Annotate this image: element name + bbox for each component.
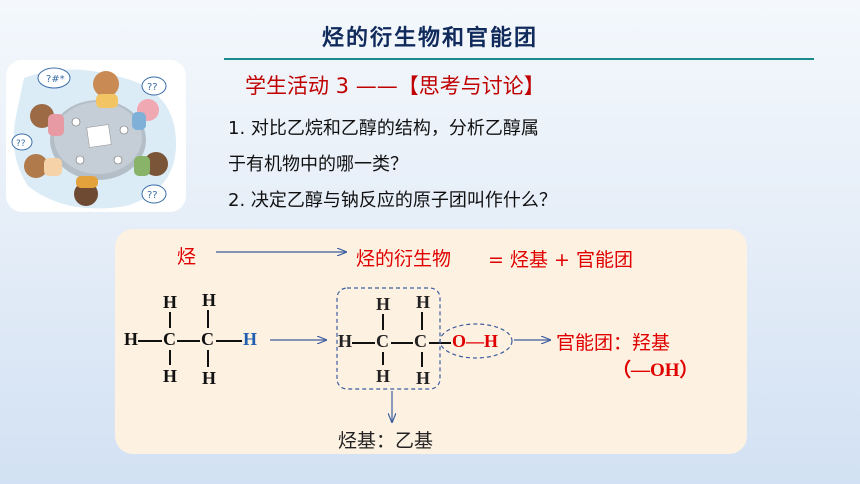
ethane-h-left: H: [124, 329, 139, 349]
ethanol-h-bottom-2: H: [416, 368, 431, 388]
bond-c2-h-top: [207, 310, 209, 328]
bond-c1-h-bottom: [169, 350, 171, 365]
ethane-h-bottom-1: H: [163, 366, 178, 386]
bond-c2-h: [216, 340, 242, 342]
derivative-label: 烃的衍生物: [356, 248, 452, 270]
ethanol-h-top-2: H: [416, 292, 431, 312]
bond-c1-h-top: [169, 312, 171, 328]
bond-c1-h-bottom-ethanol: [382, 352, 384, 365]
bond-h-c1-ethanol: [352, 342, 375, 344]
bond-h-c1: [138, 340, 162, 342]
alkyl-dashed-box: [336, 287, 441, 390]
title-underline: [224, 58, 814, 60]
composition-equation: = 烃基 + 官能团: [488, 249, 633, 271]
ethane-c-1: C: [163, 329, 176, 349]
bond-c1-c2: [177, 340, 200, 342]
concept-panel: [115, 229, 747, 454]
functional-group-label: 官能团：羟基: [556, 332, 671, 354]
hydroxyl-ellipse: [439, 323, 513, 359]
bond-c2-h-bottom-ethanol: [421, 352, 423, 367]
question-1-line-1: 1. 对比乙烷和乙醇的结构，分析乙醇属: [228, 118, 539, 139]
question-1-line-2: 于有机物中的哪一类？: [228, 154, 408, 175]
ethane-h-top-1: H: [163, 292, 178, 312]
ethanol-h-bottom-1: H: [376, 366, 391, 386]
bond-c2-h-top-ethanol: [421, 312, 423, 330]
discussion-illustration: ?#* ?? ?? ??: [6, 60, 186, 212]
hydroxyl-group: O—H: [452, 331, 499, 351]
hydrocarbon-label: 烃: [177, 246, 197, 268]
svg-text:?#*: ?#*: [46, 74, 65, 85]
ethanol-h-top-1: H: [376, 294, 391, 314]
alkyl-label: 烃基：乙基: [338, 430, 434, 452]
ethane-h-top-2: H: [202, 290, 217, 310]
ethane-h-bottom-2: H: [202, 368, 217, 388]
activity-heading: 学生活动 3 ——【思考与讨论】: [245, 74, 545, 98]
svg-text:??: ??: [16, 139, 26, 149]
hydroxyl-formula: （—OH）: [612, 360, 699, 381]
ethanol-h-left: H: [338, 331, 353, 351]
ethane-c-2: C: [201, 329, 214, 349]
page-title: 烃的衍生物和官能团: [321, 26, 538, 51]
svg-text:??: ??: [147, 190, 158, 201]
bond-c1-h-top-ethanol: [382, 314, 384, 330]
question-2: 2. 决定乙醇与钠反应的原子团叫作什么？: [228, 190, 557, 211]
ethane-h-right-highlight: H: [243, 329, 258, 349]
bond-c1-c2-ethanol: [391, 342, 413, 344]
svg-text:??: ??: [147, 82, 158, 93]
bond-c2-h-bottom: [207, 350, 209, 367]
ethanol-c-1: C: [376, 331, 389, 351]
ethanol-c-2: C: [414, 331, 427, 351]
